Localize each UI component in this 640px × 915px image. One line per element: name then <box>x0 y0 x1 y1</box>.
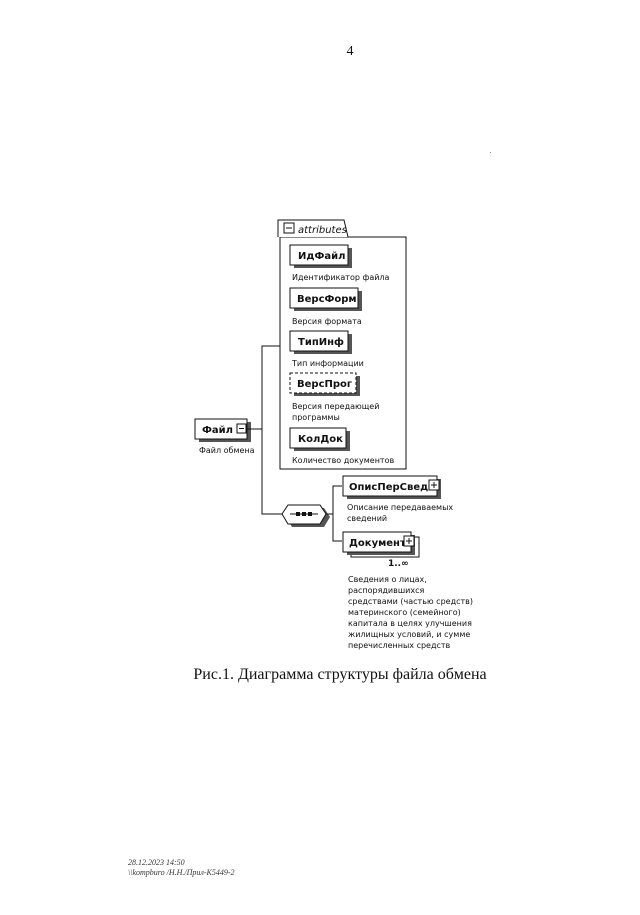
sequence-dot <box>296 512 300 516</box>
multiplicity-label: 1..∞ <box>388 559 409 569</box>
attribute-name: КолДок <box>298 434 343 445</box>
attribute-box-tipinf[interactable] <box>289 330 349 352</box>
footer-path: \\kompburo /Н.Н./Прил-К5449-2 <box>128 868 235 877</box>
element-description: капитала в целях улучшения <box>348 619 472 628</box>
element-description: средствами (частью средств) <box>348 597 473 606</box>
attribute-description: Версия формата <box>292 317 362 326</box>
attribute-description: Тип информации <box>291 359 364 368</box>
attribute-name: ВерсФорм <box>297 294 357 305</box>
page-number: 4 <box>346 44 354 59</box>
element-description: жилищных условий, и сумме <box>348 630 470 639</box>
attribute-name: ТипИнф <box>298 336 344 348</box>
element-description: сведений <box>347 514 387 523</box>
sequence-dot <box>302 512 306 516</box>
attribute-box-versprog[interactable] <box>289 372 357 394</box>
attribute-name: ВерсПрог <box>297 379 352 390</box>
connector-to-sequence <box>261 429 282 515</box>
attribute-box-koldok[interactable] <box>289 427 347 449</box>
element-name: ОписПерСвед <box>349 482 428 493</box>
element-name: Документ <box>349 538 406 549</box>
attribute-box-idfile[interactable] <box>289 244 349 266</box>
attribute-box-versform[interactable] <box>289 287 359 309</box>
connector-to-attributes <box>247 345 280 430</box>
root-element-name: Файл <box>202 425 233 436</box>
element-description: распорядившихся <box>348 586 424 595</box>
footer-timestamp: 28.12.2023 14:50 <box>128 858 185 867</box>
attribute-description: Количество документов <box>292 456 394 465</box>
element-description: Сведения о лицах, <box>348 575 427 584</box>
root-element-description: Файл обмена <box>199 446 255 455</box>
attribute-description: программы <box>292 413 340 422</box>
element-description: материнского (семейного) <box>348 608 461 617</box>
connector-to-opispersved <box>332 485 342 514</box>
attribute-description: Версия передающей <box>292 402 379 411</box>
element-description: перечисленных средств <box>348 641 451 650</box>
connector-to-dokument <box>332 514 342 542</box>
sequence-dot <box>308 512 312 516</box>
figure-caption: Рис.1. Диаграмма структуры файла обмена <box>193 666 487 683</box>
attributes-header: attributes <box>298 225 347 236</box>
footer: 28.12.2023 14:50 \\kompburo /Н.Н./Прил-К… <box>128 858 235 878</box>
attribute-name: ИдФайл <box>298 251 345 262</box>
element-description: Описание передаваемых <box>347 503 453 512</box>
scan-speck <box>490 152 491 153</box>
attribute-description: Идентификатор файла <box>292 273 390 282</box>
attributes-tab <box>277 219 349 238</box>
